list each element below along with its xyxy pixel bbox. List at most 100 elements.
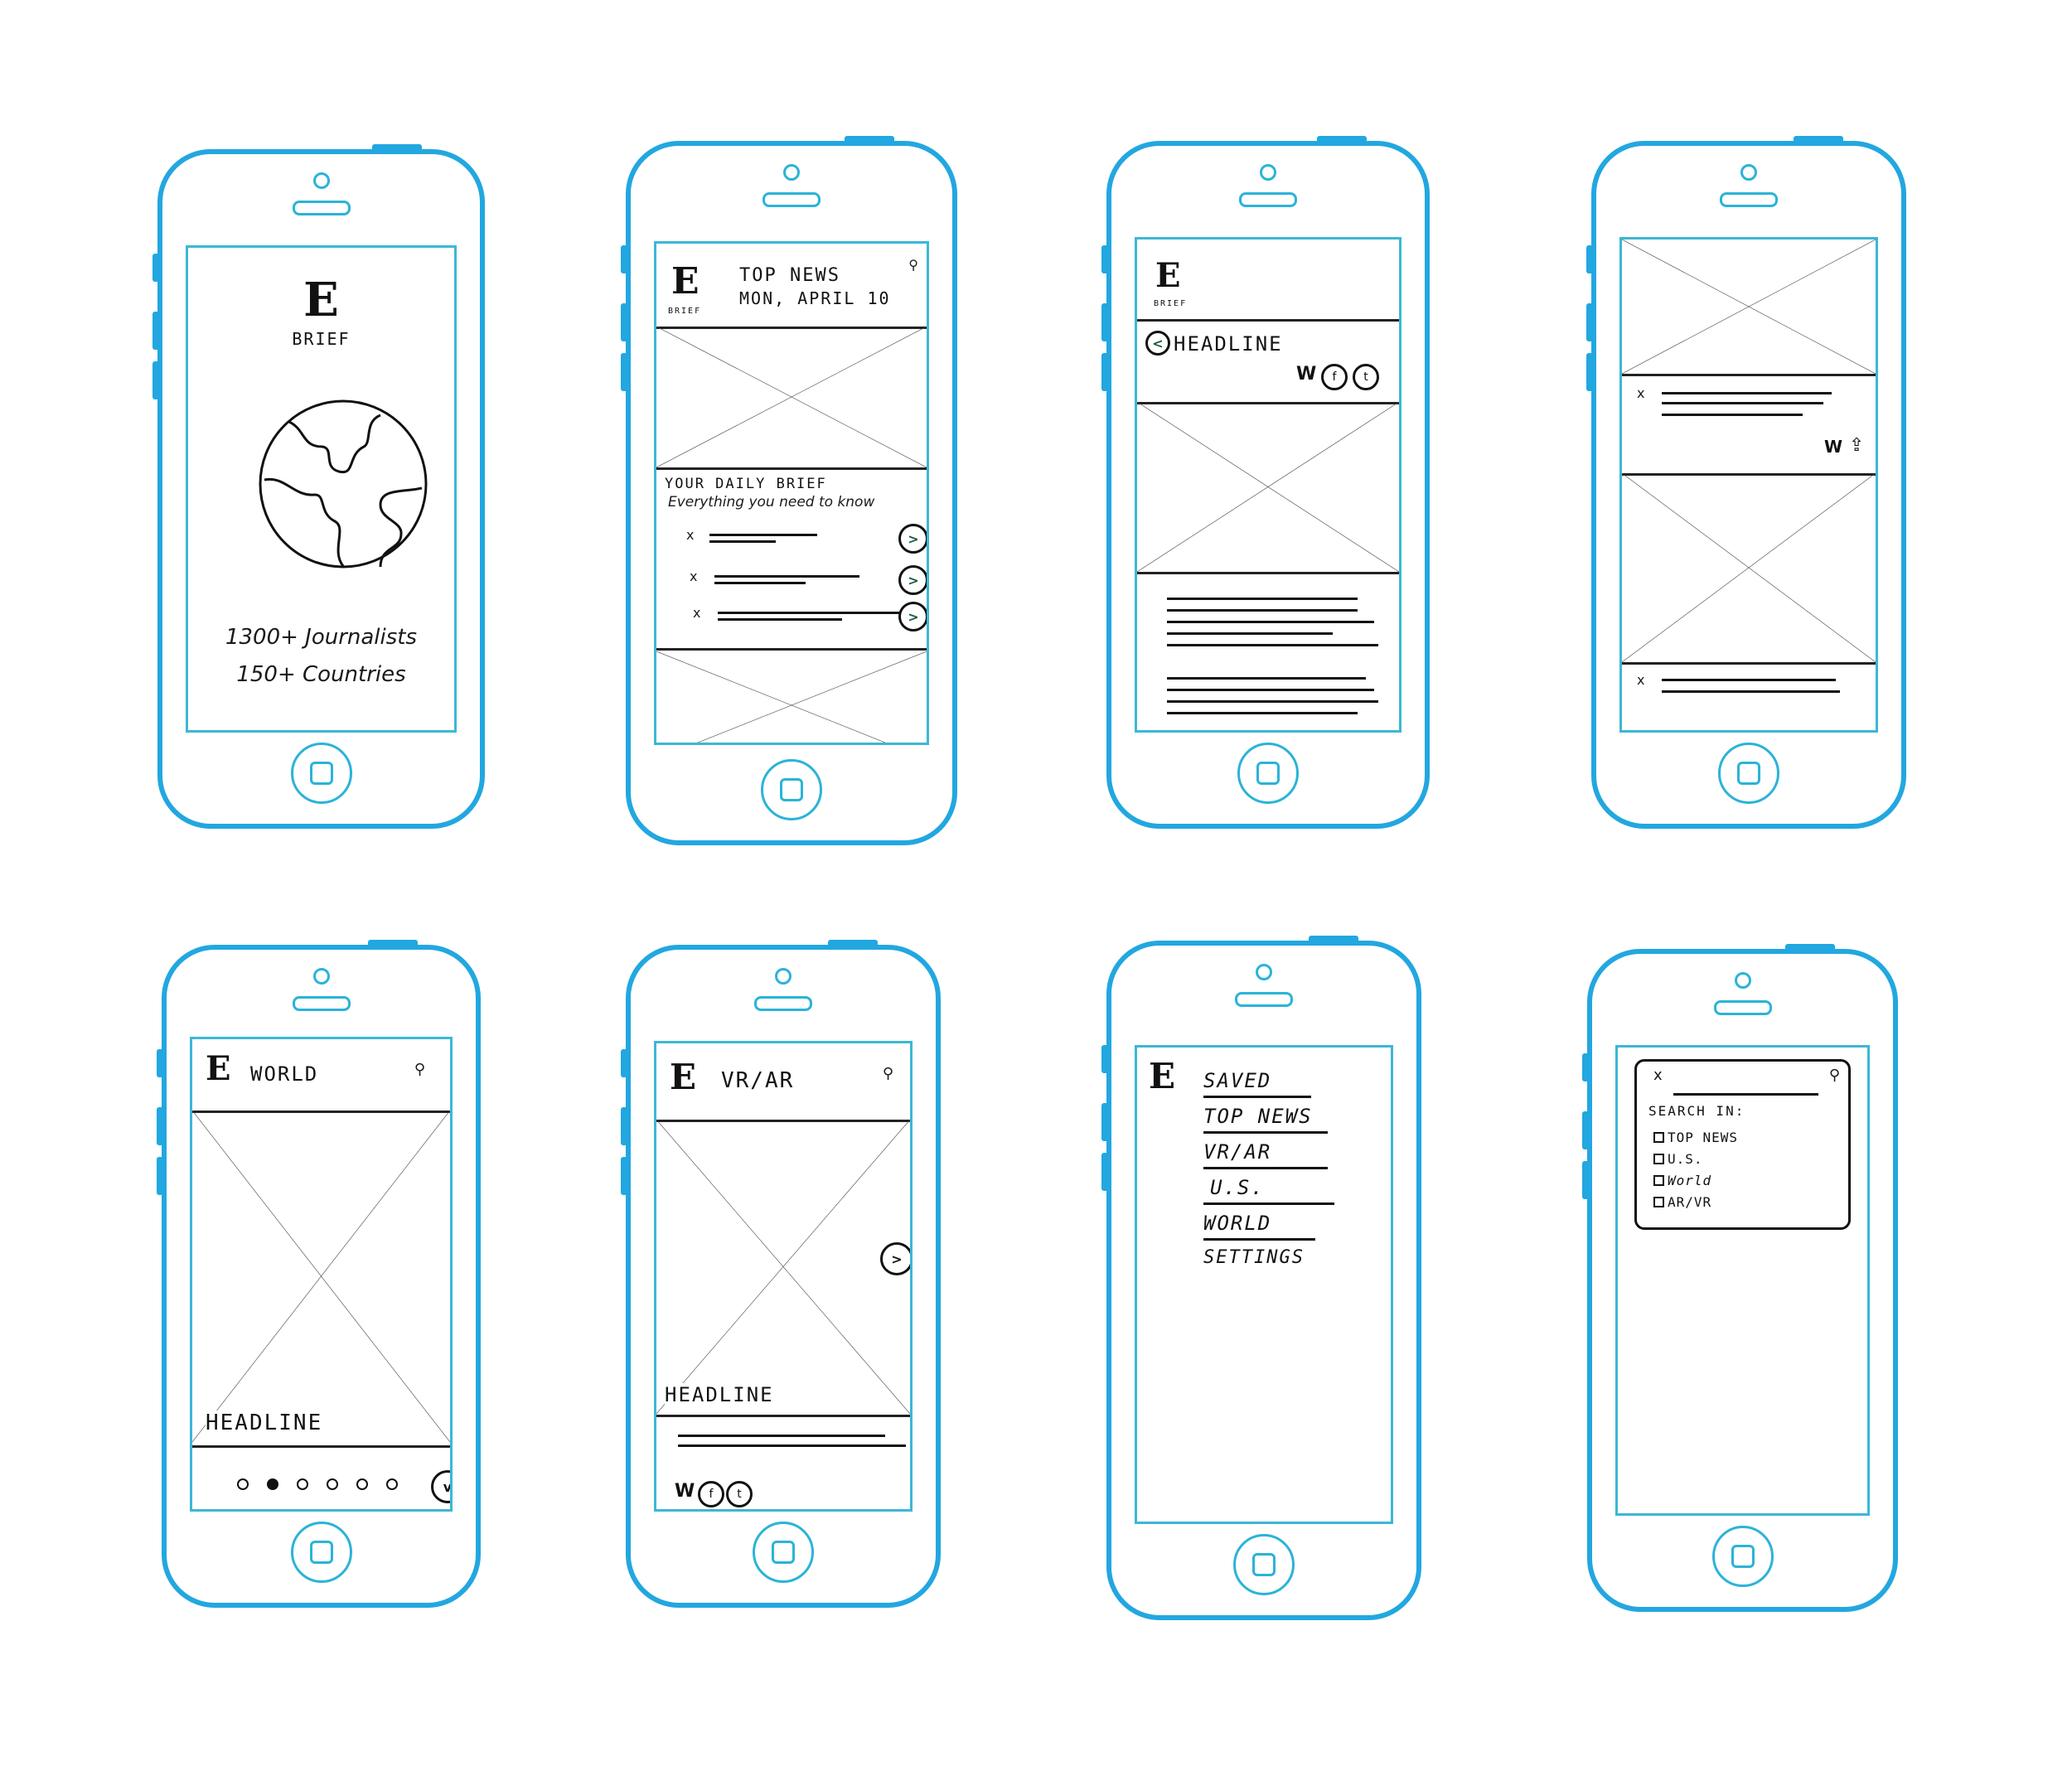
brand-logo[interactable]: E [670,1057,697,1097]
brand-logo[interactable]: E [1149,1056,1176,1096]
image-placeholder[interactable] [656,651,927,745]
page-title: VR/AR [721,1068,795,1093]
menu-item-world[interactable]: WORLD [1203,1208,1315,1241]
home-button[interactable] [1233,1534,1295,1595]
twitter-icon[interactable]: t [1353,364,1379,390]
checkbox[interactable] [1653,1131,1664,1143]
article-screen: E BRIEF < HEADLINE W f t [1135,237,1402,733]
bookmark-icon[interactable]: W [675,1481,695,1502]
image-placeholder[interactable] [1137,402,1399,572]
bullet: x [690,569,698,584]
twitter-icon[interactable]: t [726,1481,753,1507]
page-dot[interactable] [356,1478,368,1490]
page-dot[interactable] [327,1478,338,1490]
option-top-news[interactable]: TOP NEWS [1653,1126,1738,1148]
bullet: x [1637,672,1645,688]
divider [656,648,927,651]
divider [1137,572,1399,574]
phone-splash: E BRIEF 1300+ Journalists 150+ Countries [152,144,485,829]
home-button[interactable] [1711,1526,1774,1587]
home-button[interactable] [290,1522,352,1583]
header-divider [192,1111,450,1113]
phone-vrar: E VR/AR ⚲ > HEADLINE W f t [621,940,941,1608]
image-placeholder[interactable] [656,327,927,467]
image-placeholder[interactable] [1622,473,1876,662]
camera [1734,972,1751,989]
image-placeholder[interactable] [1622,240,1876,374]
checkbox[interactable] [1653,1196,1664,1207]
option-arvr[interactable]: AR/VR [1653,1191,1738,1212]
camera [783,164,800,181]
menu-item-us[interactable]: U.S. [1203,1173,1334,1205]
chevron-down-icon[interactable]: v [431,1470,450,1503]
speaker [1713,1000,1772,1015]
facebook-icon[interactable]: f [698,1481,724,1507]
phone-world: E WORLD ⚲ HEADLINE v [157,940,481,1608]
phone-article: E BRIEF < HEADLINE W f t [1101,136,1430,829]
home-button[interactable] [761,759,822,820]
brand-logo[interactable]: E [671,260,700,302]
back-icon[interactable]: < [1145,331,1170,356]
home-button[interactable] [753,1522,814,1583]
vrar-screen: E VR/AR ⚲ > HEADLINE W f t [654,1041,913,1512]
headline: HEADLINE [665,1383,774,1406]
pagination-dots[interactable] [237,1478,398,1490]
page-dot[interactable] [386,1478,398,1490]
camera [1740,164,1757,181]
chevron-right-icon[interactable]: > [880,1242,910,1275]
headline: HEADLINE [206,1411,323,1435]
bullet: x [686,527,695,543]
arrow-right-icon[interactable]: > [898,524,927,554]
home-button[interactable] [1718,743,1779,804]
menu-item-vrar[interactable]: VR/AR [1203,1137,1328,1169]
page-title: WORLD [250,1062,319,1086]
brand-logo[interactable]: E [1155,256,1181,295]
camera [312,968,330,985]
option-us[interactable]: U.S. [1653,1148,1738,1169]
image-placeholder[interactable] [656,1120,910,1414]
daily-brief-subtitle: Everything you need to know [668,494,875,510]
checkbox[interactable] [1653,1174,1664,1186]
phone-top-news: E BRIEF TOP NEWS MON, APRIL 10 ⚲ YOUR DA… [621,136,957,845]
world-screen: E WORLD ⚲ HEADLINE v [190,1037,453,1512]
speaker [1239,192,1297,207]
header-divider [1137,319,1399,322]
search-icon[interactable]: ⚲ [882,1065,893,1082]
search-icon[interactable]: ⚲ [414,1061,425,1078]
page-dot-active[interactable] [267,1478,278,1490]
bullet: x [1637,385,1645,401]
bookmark-icon[interactable]: W [1824,437,1843,457]
search-icon[interactable]: ⚲ [908,257,918,273]
menu-item-settings[interactable]: SETTINGS [1203,1247,1305,1268]
option-world[interactable]: World [1653,1169,1738,1191]
home-button[interactable] [290,743,352,804]
share-icon[interactable]: ⇪ [1849,435,1865,456]
checkbox[interactable] [1653,1153,1664,1164]
camera [1260,164,1276,181]
feed-screen: x W ⇪ x [1619,237,1878,733]
menu-item-saved[interactable]: SAVED [1203,1066,1311,1098]
bookmark-icon[interactable]: W [1296,364,1317,385]
search-icon[interactable]: ⚲ [1828,1067,1840,1084]
image-placeholder[interactable] [192,1111,450,1442]
top-news-screen: E BRIEF TOP NEWS MON, APRIL 10 ⚲ YOUR DA… [654,241,929,745]
search-input[interactable] [1673,1090,1818,1096]
stat-journalists: 1300+ Journalists [225,625,418,650]
speaker [762,192,821,207]
speaker [292,201,351,215]
menu-item-top-news[interactable]: TOP NEWS [1203,1101,1328,1134]
brand-name: BRIEF [292,329,351,349]
brand-logo[interactable]: E [206,1049,231,1088]
camera [775,968,792,985]
page-dot[interactable] [237,1478,249,1490]
arrow-right-icon[interactable]: > [898,602,927,631]
close-icon[interactable]: x [1653,1067,1663,1084]
home-button[interactable] [1237,743,1299,804]
phone-menu: E SAVED TOP NEWS VR/AR U.S. WORLD SETTIN… [1101,936,1421,1620]
page-date: MON, APRIL 10 [739,288,891,308]
camera [312,172,330,189]
brand-name: BRIEF [668,307,702,316]
page-dot[interactable] [297,1478,308,1490]
facebook-icon[interactable]: f [1321,364,1348,390]
arrow-right-icon[interactable]: > [898,565,927,595]
